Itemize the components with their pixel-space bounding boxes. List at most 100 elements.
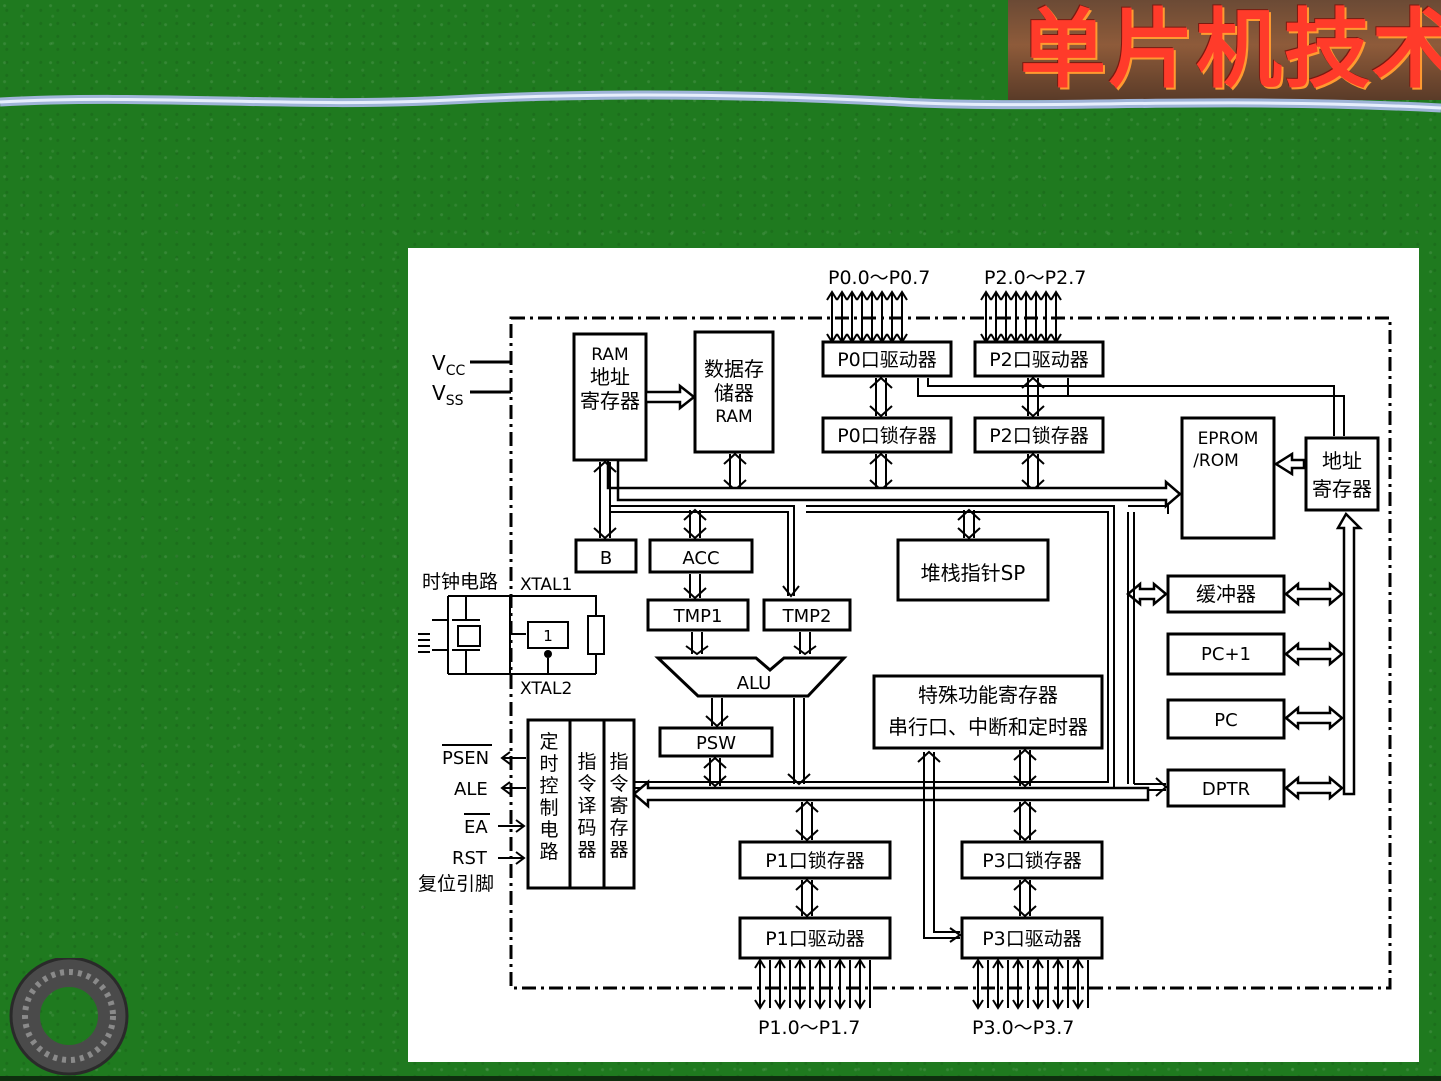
ir-label: 指令寄存器: [609, 751, 628, 861]
p2-latch: [973, 416, 1105, 454]
ring-logo-icon: [9, 958, 129, 1076]
mcs51-block-diagram: P0.0～P0.7 P2.0～P2.7 VCC VSS RAM 地址 寄存器 数…: [418, 267, 1392, 1039]
p0-port-label: P0.0～P0.7: [828, 267, 930, 289]
diagram-panel: P0.0～P0.7 P2.0～P2.7 VCC VSS RAM 地址 寄存器 数…: [408, 248, 1419, 1062]
data-ram: [693, 330, 775, 454]
svg-text:特殊功能寄存器: 特殊功能寄存器: [918, 683, 1058, 707]
dptr-register: [1166, 768, 1286, 808]
ea-pin-label: EA: [464, 817, 488, 838]
upper-internal-bus: [606, 458, 1182, 509]
p0-latch: [821, 416, 953, 454]
addr-feedback-line: [917, 378, 1345, 436]
data-ram-line2: 储器: [714, 381, 754, 405]
svg-text:P0口锁存器: P0口锁存器: [837, 425, 937, 447]
right-address-bus: [1335, 511, 1364, 796]
svg-text:P1口驱动器: P1口驱动器: [765, 928, 865, 950]
p3-latch: [960, 840, 1104, 880]
reset-pin-label: 复位引脚: [418, 873, 494, 895]
vss-label: VSS: [432, 381, 464, 409]
middle-internal-bus: [610, 505, 1115, 789]
svg-text:P1口锁存器: P1口锁存器: [765, 850, 865, 872]
title-banner: 单片机技术: [1008, 0, 1441, 100]
crystal-oscillator-icon: 1: [418, 595, 605, 675]
tmp1-register: [646, 598, 750, 632]
sfr-to-bus: [1013, 748, 1037, 788]
left-bus-connectors: [1126, 505, 1169, 797]
middle-bus-arrowheads: [782, 508, 981, 598]
svg-text:PC: PC: [1214, 710, 1237, 731]
acc-to-tmp1: [683, 574, 707, 600]
psw-to-bus: [703, 756, 727, 788]
svg-text:TMP1: TMP1: [673, 606, 723, 627]
svg-text:DPTR: DPTR: [1202, 779, 1250, 800]
svg-text:/ROM: /ROM: [1193, 451, 1239, 471]
clock-circuit-label: 时钟电路: [422, 571, 498, 593]
timing-label: 定时控制电路: [539, 731, 558, 863]
svg-text:寄存器: 寄存器: [1312, 477, 1372, 501]
data-ram-line3: RAM: [715, 407, 752, 427]
data-ram-line1: 数据存: [704, 357, 764, 381]
svg-text:ACC: ACC: [682, 548, 719, 569]
ram-addr-line1: RAM: [591, 345, 628, 365]
ram-addr-line3: 寄存器: [580, 389, 640, 413]
instruction-decoder: [568, 718, 606, 890]
register-b: [574, 538, 638, 574]
svg-text:EPROM: EPROM: [1198, 429, 1259, 449]
wave-divider: [0, 90, 1441, 113]
bottom-border: [0, 1076, 1441, 1081]
p1-latch: [738, 840, 892, 880]
program-counter: [1166, 698, 1286, 740]
decoder-label: 指令译码器: [577, 751, 596, 861]
addr-to-eprom-arrow: [1273, 451, 1306, 477]
svg-text:ALU: ALU: [737, 673, 772, 694]
p3-pins: [972, 958, 1089, 1010]
acc-bus-connector: [683, 508, 707, 540]
svg-text:P2口锁存器: P2口锁存器: [989, 425, 1089, 447]
psen-pin-label: PSEN: [442, 748, 489, 769]
eprom-rom: [1180, 416, 1276, 540]
p0-driver: [821, 340, 953, 378]
p2-port-label: P2.0～P2.7: [984, 267, 1086, 289]
p3-port-label: P3.0～P3.7: [972, 1017, 1074, 1039]
svg-text:P0口驱动器: P0口驱动器: [837, 349, 937, 371]
ram-addr-vertical: [593, 460, 617, 540]
alu-unit: [654, 656, 848, 698]
p2-pins: [980, 290, 1062, 344]
p1-pins: [754, 958, 871, 1010]
special-function-registers: [872, 674, 1104, 750]
p3-driver: [960, 916, 1104, 960]
p1-port-label: P1.0～P1.7: [758, 1017, 860, 1039]
pc-increment: [1166, 632, 1286, 676]
svg-text:P3口驱动器: P3口驱动器: [982, 928, 1082, 950]
svg-text:缓冲器: 缓冲器: [1196, 582, 1256, 606]
vcc-label: VCC: [432, 351, 465, 379]
ale-pin-label: ALE: [454, 779, 488, 800]
p2-driver: [973, 340, 1105, 378]
svg-text:P3口锁存器: P3口锁存器: [982, 850, 1082, 872]
main-internal-bus: [632, 779, 1150, 809]
svg-text:串行口、中断和定时器: 串行口、中断和定时器: [888, 715, 1088, 739]
instruction-register: [602, 718, 636, 890]
banner-title: 单片机技术: [1020, 0, 1441, 100]
accumulator: [648, 538, 754, 574]
tmp2-register: [762, 598, 852, 632]
sfr-to-p3-driver: [917, 750, 962, 943]
ram-addr-line2: 地址: [590, 365, 630, 389]
p1-p3-connectors: [795, 800, 1037, 918]
svg-text:TMP2: TMP2: [782, 606, 832, 627]
alu-to-psw: [705, 698, 729, 728]
xtal1-label: XTAL1: [520, 575, 572, 595]
alu-out-to-bus: [787, 698, 811, 786]
svg-text:堆栈指针SP: 堆栈指针SP: [921, 561, 1026, 585]
rst-pin-label: RST: [452, 848, 488, 869]
control-pin-arrows: [498, 751, 526, 865]
buffer-register: [1166, 574, 1286, 614]
psw-register: [658, 726, 774, 758]
address-register: [1304, 436, 1380, 512]
power-lines: [470, 360, 511, 394]
svg-text:地址: 地址: [1322, 449, 1362, 473]
addr-to-ram-arrow: [644, 383, 697, 411]
p1-driver: [738, 916, 892, 960]
svg-text:PSW: PSW: [696, 733, 736, 754]
svg-text:PC+1: PC+1: [1201, 644, 1251, 665]
